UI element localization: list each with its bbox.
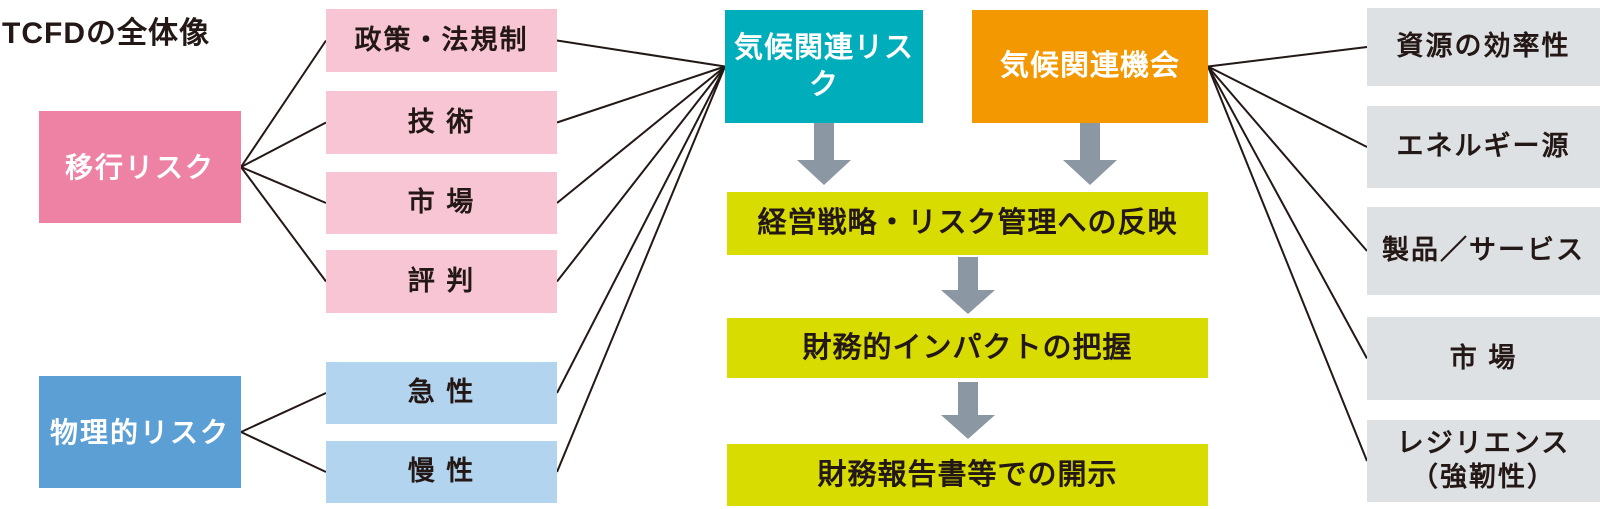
arrow-stem (814, 123, 834, 161)
node-financial-disclosure: 財務報告書等での開示 (727, 444, 1208, 506)
node-technology: 技 術 (326, 91, 557, 154)
node-resource-efficiency: 資源の効率性 (1367, 8, 1600, 86)
node-market-opportunity: 市 場 (1367, 317, 1600, 400)
arrow-head (1063, 160, 1117, 185)
connector-line (1207, 66, 1368, 359)
arrow-head (797, 160, 851, 185)
node-financial-impact: 財務的インパクトの把握 (727, 318, 1208, 378)
arrow-head (941, 415, 995, 439)
connector-line (240, 39, 327, 168)
connector-line (556, 65, 726, 124)
connector-line (556, 65, 726, 204)
node-acute: 急 性 (326, 362, 557, 424)
node-strategy-risk-management: 経営戦略・リスク管理への反映 (727, 192, 1208, 255)
connector-line (556, 65, 726, 283)
connector-line (240, 392, 327, 433)
connector-line (1207, 66, 1368, 462)
connector-line (556, 39, 726, 68)
connector-line (240, 166, 327, 283)
node-resilience: レジリエンス （強靭性） (1367, 420, 1600, 502)
node-chronic: 慢 性 (326, 441, 557, 503)
node-products-services: 製品／サービス (1367, 207, 1600, 295)
diagram-title: TCFDの全体像 (2, 17, 210, 50)
node-transition-risk: 移行リスク (39, 111, 241, 223)
node-market: 市 場 (326, 172, 557, 234)
connector-line (556, 66, 726, 394)
down-arrow-risk (797, 123, 851, 185)
down-arrow-to-disclosure (941, 382, 995, 439)
node-energy-source: エネルギー源 (1367, 106, 1600, 188)
node-climate-related-opportunity: 気候関連機会 (972, 10, 1208, 123)
connector-line (1207, 65, 1368, 148)
connector-line (240, 431, 327, 473)
connector-line (240, 121, 327, 168)
connector-line (1207, 46, 1368, 68)
node-reputation: 評 判 (326, 250, 557, 313)
connector-line (240, 166, 327, 204)
arrow-head (941, 290, 995, 314)
node-climate-related-risk: 気候関連リスク (725, 10, 923, 123)
arrow-stem (958, 257, 978, 291)
down-arrow-opportunity (1063, 123, 1117, 185)
connector-line (556, 66, 726, 473)
node-policy-legal: 政策・法規制 (326, 9, 557, 72)
node-physical-risk: 物理的リスク (39, 376, 241, 488)
arrow-stem (958, 382, 978, 416)
down-arrow-to-impact (941, 257, 995, 314)
connector-line (1207, 65, 1368, 252)
arrow-stem (1080, 123, 1100, 161)
